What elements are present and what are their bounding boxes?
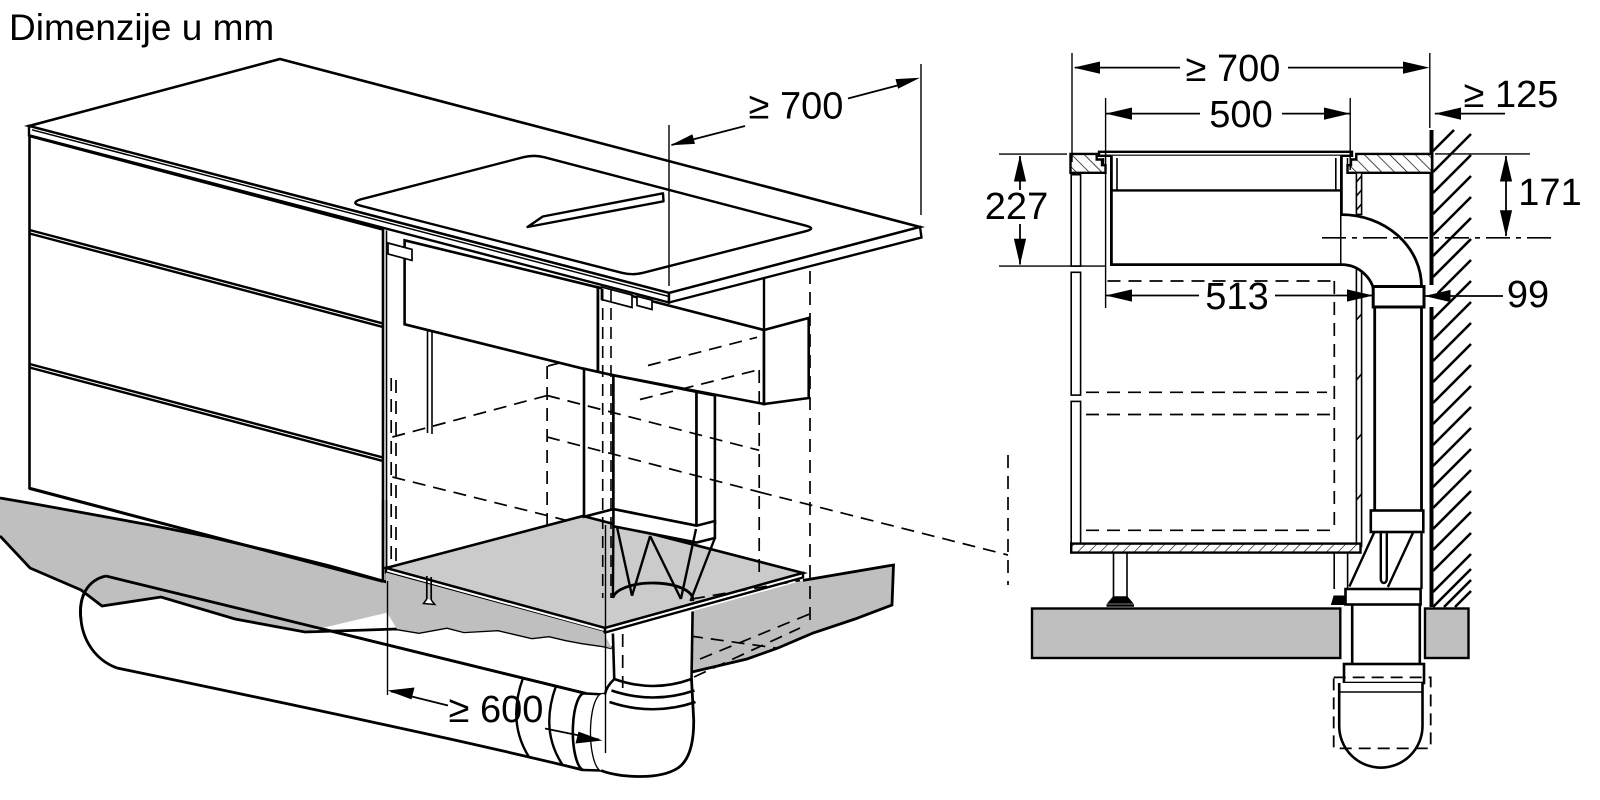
svg-text:513: 513 [1205,276,1268,318]
svg-text:≥ 700: ≥ 700 [1186,48,1281,90]
svg-text:227: 227 [985,186,1048,228]
svg-text:500: 500 [1209,94,1272,136]
svg-text:≥ 125: ≥ 125 [1464,74,1559,116]
svg-text:Dimenzije u mm: Dimenzije u mm [9,7,274,48]
svg-text:171: 171 [1518,172,1581,214]
svg-text:≥ 600: ≥ 600 [449,689,544,731]
svg-text:≥ 700: ≥ 700 [749,86,844,128]
svg-text:99: 99 [1507,274,1549,316]
